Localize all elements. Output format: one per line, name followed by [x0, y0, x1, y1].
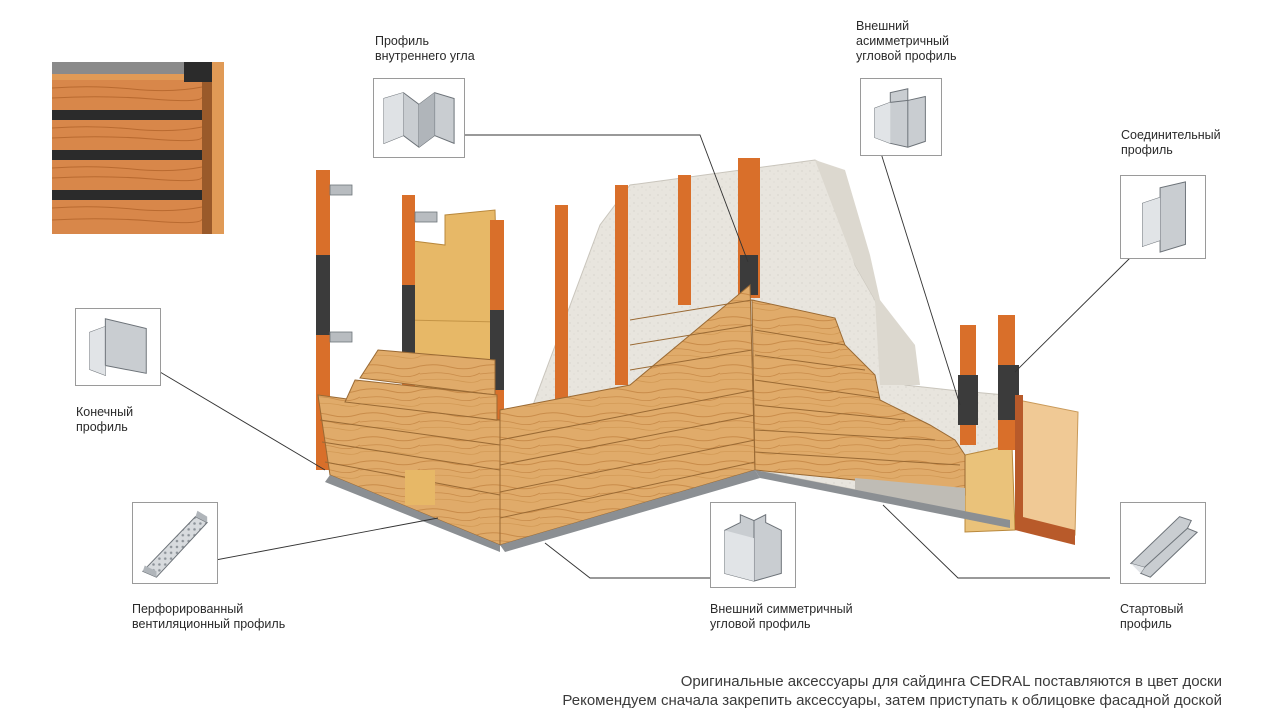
- label-starter: Стартовый профиль: [1120, 602, 1184, 631]
- label-inner-corner: Профиль внутреннего угла: [375, 34, 475, 63]
- perforated-ventilation-profile-icon: [132, 502, 218, 584]
- siding-left-face: [317, 349, 501, 546]
- outer-asymmetric-corner-profile-icon: [860, 78, 942, 156]
- siding-right-face: [751, 299, 966, 515]
- label-connector: Соединительный профиль: [1121, 128, 1221, 157]
- inner-corner-profile-icon: [373, 78, 465, 158]
- footer-line-2: Рекомендуем сначала закрепить аксессуары…: [562, 692, 1222, 709]
- siding-middle-face: [499, 283, 756, 546]
- label-perforated: Перфорированный вентиляционный профиль: [132, 602, 286, 631]
- starter-profile-icon: [1120, 502, 1206, 584]
- footer-note: Оригинальные аксессуары для сайдинга CED…: [562, 672, 1222, 710]
- end-profile-icon: [75, 308, 161, 386]
- label-outer-symmetric: Внешний симметричный угловой профиль: [710, 602, 853, 631]
- label-end: Конечный профиль: [76, 405, 134, 434]
- outer-symmetric-corner-profile-icon: [710, 502, 796, 588]
- footer-line-1: Оригинальные аксессуары для сайдинга CED…: [680, 673, 1222, 690]
- label-outer-asymmetric: Внешний асимметричный угловой профиль: [856, 19, 957, 63]
- base-and-window: [325, 395, 1075, 552]
- leader-lines: [159, 134, 1131, 579]
- connector-profile-icon: [1120, 175, 1206, 259]
- wood-texture-swatch-icon: [52, 62, 224, 234]
